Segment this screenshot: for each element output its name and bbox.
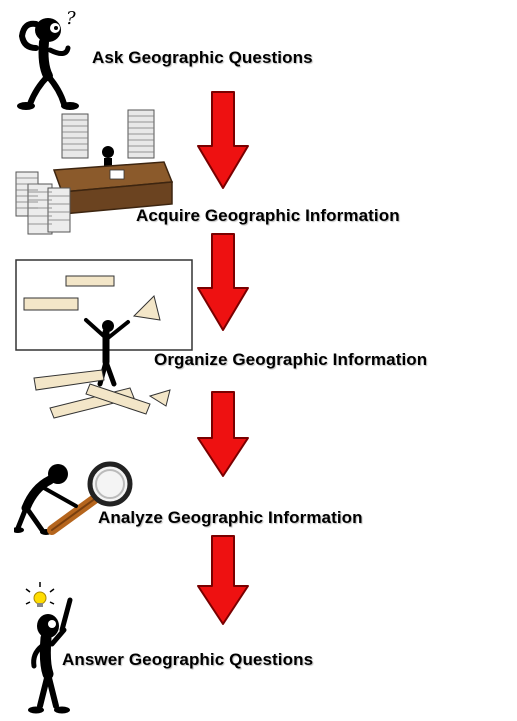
- desk-paper-stacks-icon: [15, 109, 174, 235]
- step-acquire-label: Acquire Geographic Information: [136, 206, 400, 225]
- step-answer-label: Answer Geographic Questions: [62, 650, 314, 669]
- down-arrow-icon: [197, 91, 249, 189]
- figure-magnifying-glass-icon: [14, 461, 133, 535]
- step-ask-label: Ask Geographic Questions: [92, 48, 313, 67]
- down-arrow-icon: [197, 233, 249, 331]
- figure-arranging-boards-icon: [15, 259, 193, 419]
- down-arrow-icon: [197, 535, 249, 625]
- step-organize-label: Organize Geographic Information: [154, 350, 428, 369]
- step-analyze-label: Analyze Geographic Information: [98, 508, 363, 527]
- figure-lightbulb-icon: [25, 582, 73, 714]
- svg-text:?: ?: [66, 8, 76, 29]
- thinking-figure-icon: ?: [17, 8, 79, 110]
- down-arrow-icon: [197, 391, 249, 477]
